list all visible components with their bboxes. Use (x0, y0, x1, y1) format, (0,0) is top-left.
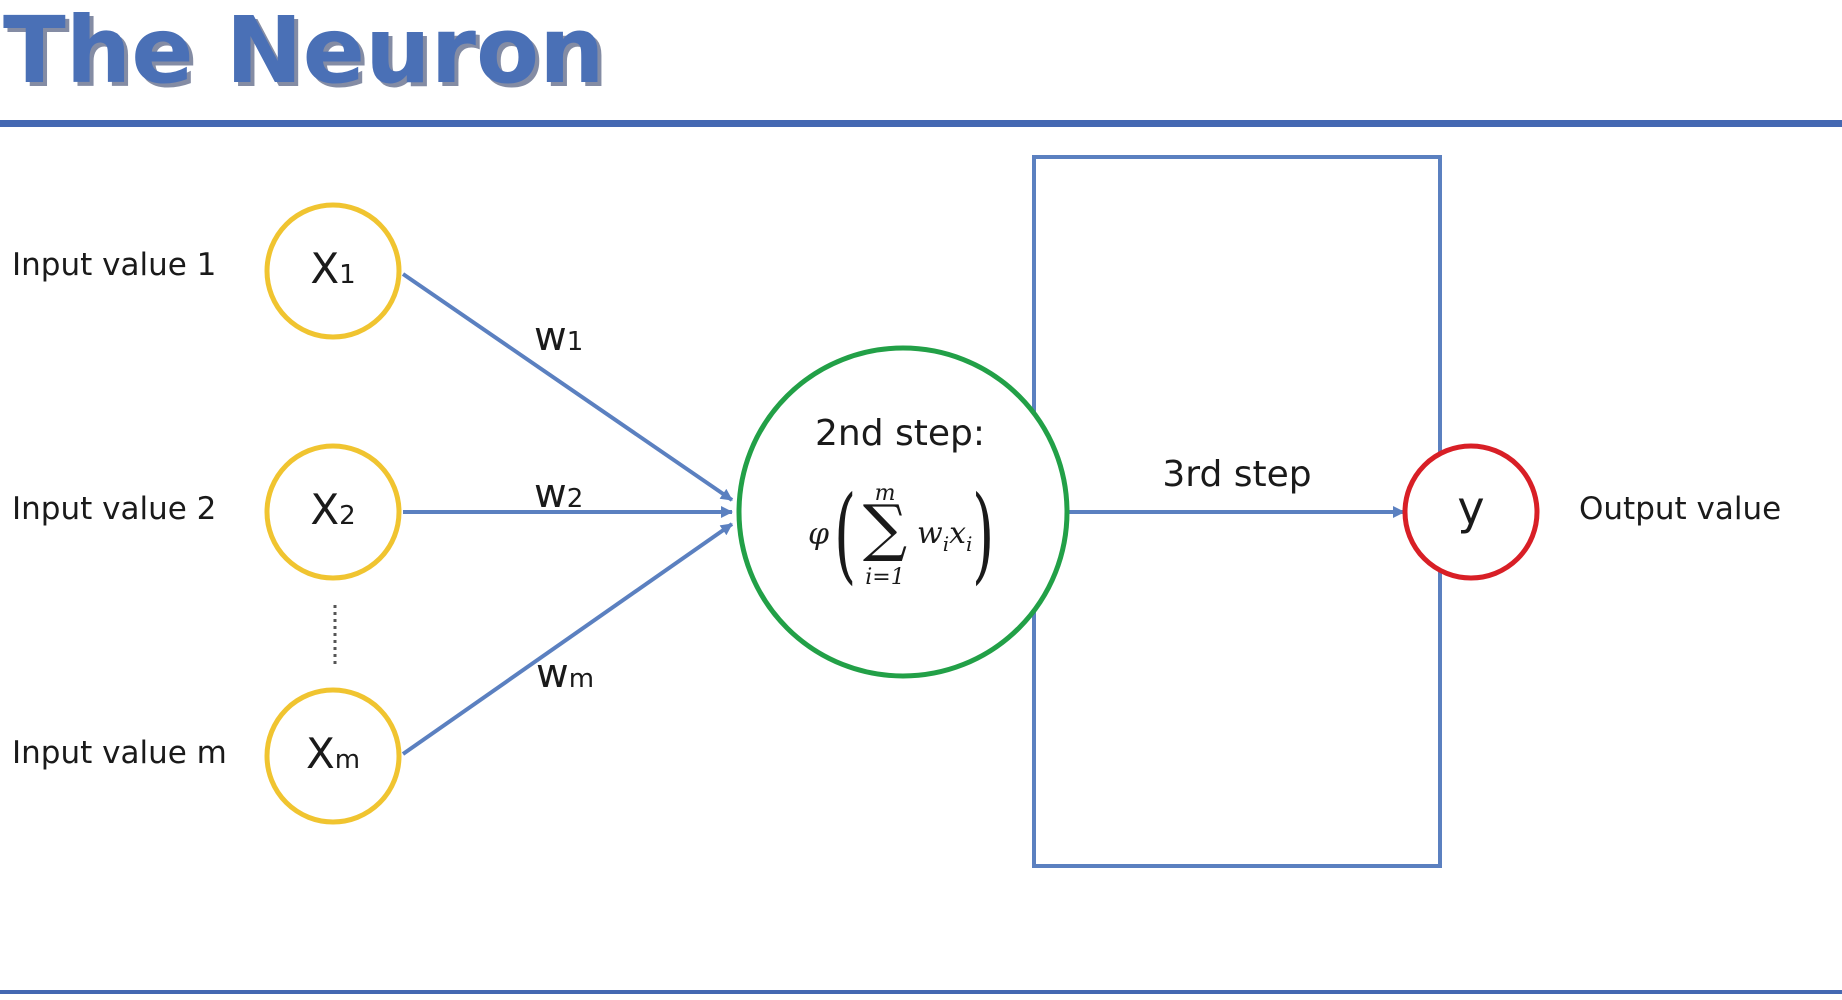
left-paren: ( (834, 473, 856, 594)
output-node-y (1402, 443, 1540, 581)
sum-upper-limit: m (875, 481, 896, 506)
output-node-y-label: y (1457, 481, 1484, 535)
output-label: Output value (1579, 491, 1781, 527)
page-title-shadow: The Neuron (7, 1, 609, 108)
input-node-x2-label: X2 (310, 485, 355, 534)
phi-symbol: φ (808, 517, 829, 552)
activation-formula: φ ( m ∑ i=1 wixi ) (808, 473, 994, 594)
input-label-2: Input value 2 (12, 491, 216, 527)
connection-wm (401, 522, 734, 756)
weighted-term: wixi (917, 516, 972, 556)
input-node-x2 (264, 443, 402, 581)
right-paren: ) (972, 473, 994, 594)
input-node-x1-label: X1 (310, 244, 355, 293)
weight-label-wm: wm (536, 651, 594, 697)
sigma-symbol: ∑ (863, 491, 907, 564)
third-step-label: 3rd step (1162, 454, 1311, 495)
second-step-label: 2nd step: (815, 413, 985, 454)
input-node-xm-label: Xm (306, 729, 360, 778)
sum-lower-limit: i=1 (865, 565, 904, 590)
input-label-m: Input value m (12, 735, 227, 771)
input-node-x1 (264, 202, 402, 340)
title-rule (0, 120, 1842, 127)
summation-neuron (736, 345, 1070, 679)
footer-rule (0, 990, 1842, 994)
connection-w1 (401, 272, 734, 502)
page-title: The Neuron (3, 0, 605, 104)
input-label-1: Input value 1 (12, 247, 216, 283)
input-node-xm (264, 687, 402, 825)
weight-label-w2: w2 (534, 471, 583, 517)
weight-label-w1: w1 (534, 314, 583, 360)
